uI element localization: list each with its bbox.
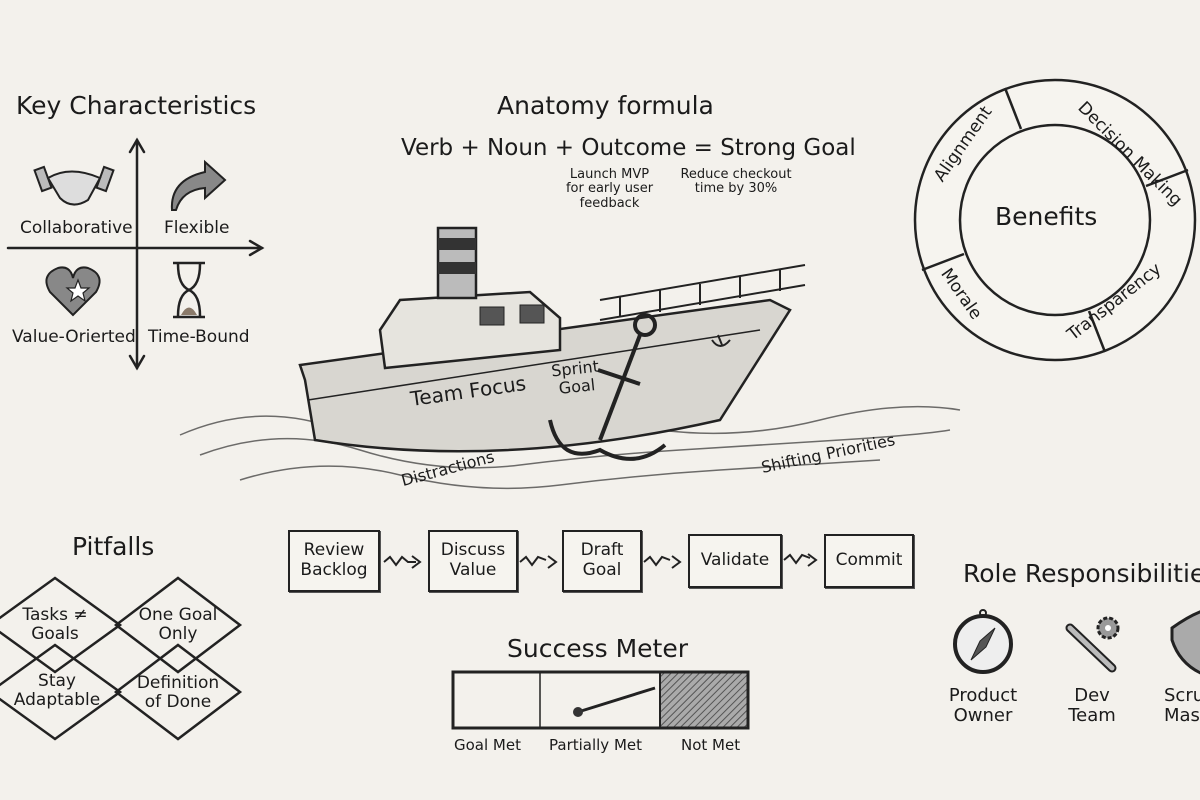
anatomy-example-goal: Reduce checkout time by 30%: [680, 167, 792, 197]
pitfall-item: Definition of Done: [136, 673, 220, 712]
meter-level: Not Met: [681, 736, 741, 754]
process-step: Review Backlog: [288, 530, 380, 592]
meter-needle: [573, 686, 656, 717]
pitfall-item: Stay Adaptable: [13, 671, 101, 710]
pitfalls-title: Pitfalls: [72, 532, 155, 561]
anchor-icon: [548, 313, 667, 461]
meter-level: Partially Met: [549, 736, 643, 754]
anatomy-title: Anatomy formula: [497, 91, 714, 120]
anatomy-example-outcome: Launch MVP for early user feedback: [565, 167, 654, 211]
role-label: Dev Team: [1068, 685, 1116, 726]
benefits-center: Benefits: [995, 202, 1098, 231]
characteristic-label: Time-Bound: [148, 327, 250, 347]
roles-title: Role Responsibilities: [963, 559, 1200, 588]
pitfall-item: Tasks ≠ Goals: [22, 605, 88, 644]
pitfall-item: One Goal Only: [138, 605, 218, 644]
key-characteristics-title: Key Characteristics: [16, 91, 257, 120]
characteristic-label: Collaborative: [20, 218, 133, 238]
process-step: Validate: [688, 534, 782, 588]
success-meter-title: Success Meter: [507, 634, 688, 663]
meter-level: Goal Met: [454, 736, 521, 754]
characteristic-label: Flexible: [164, 218, 230, 238]
anatomy-formula: Verb + Noun + Outcome = Strong Goal: [401, 135, 856, 161]
process-step: Commit: [824, 534, 914, 588]
role-label: Product Owner: [948, 685, 1018, 726]
process-step: Discuss Value: [428, 530, 518, 592]
process-step: Draft Goal: [562, 530, 642, 592]
role-label: Scrum Master: [1164, 685, 1200, 726]
characteristic-label: Value-Orierted: [12, 327, 136, 347]
